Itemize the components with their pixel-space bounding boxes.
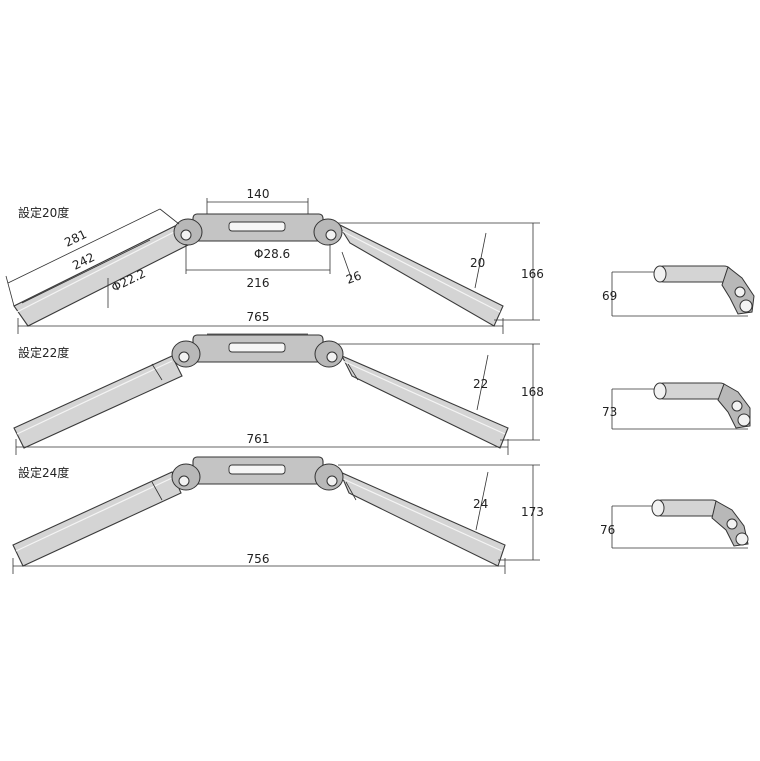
clamp-slot	[228, 464, 286, 475]
dim-height-20: 166	[521, 267, 544, 281]
dim-angle-22: 22	[473, 377, 488, 391]
dim-height-24: 173	[521, 505, 544, 519]
dim-rise-20: 69	[602, 289, 617, 303]
dim-line-grip-length	[7, 208, 161, 284]
clamp-slot	[228, 342, 286, 353]
side-bolt-icon	[734, 286, 746, 298]
right-grip-tube	[336, 222, 504, 327]
dim-angle-24: 24	[473, 497, 488, 511]
dim-clamp-span: 216	[247, 276, 270, 290]
dim-angle-20: 20	[470, 256, 485, 270]
dim-height-22: 168	[521, 385, 544, 399]
side-bolt-icon	[735, 532, 749, 546]
side-view-24: 76	[600, 499, 749, 549]
handlebar-set-20: 設定20度 140 281 242 Φ22.2 Φ28.6	[5, 187, 544, 334]
right-joint-bolt-icon	[325, 229, 337, 241]
side-bolt-icon	[731, 400, 743, 412]
right-grip-tube	[338, 470, 506, 567]
setting-label-22: 設定22度	[18, 345, 69, 360]
side-bolt-icon	[726, 518, 738, 530]
handlebar-set-24: 設定24度 24 173 756	[12, 456, 544, 574]
left-grip-tube	[13, 355, 183, 449]
dim-line-straight-length	[21, 239, 151, 304]
dim-bend-offset: 26	[344, 268, 363, 286]
handlebar-set-22: 設定22度 22 168 761	[13, 333, 544, 455]
side-view-22: 73	[602, 382, 751, 430]
dim-width-24: 756	[247, 552, 270, 566]
side-tube	[655, 382, 729, 400]
dim-grip-length: 281	[62, 227, 89, 250]
right-joint-bolt-icon	[326, 475, 338, 487]
left-grip-tube	[13, 223, 193, 327]
side-tube	[655, 265, 733, 283]
dim-top-width: 140	[247, 187, 270, 201]
setting-label-24: 設定24度	[18, 465, 69, 480]
left-joint-bolt-icon	[178, 351, 190, 363]
clamp-slot	[228, 221, 286, 232]
dim-width-22: 761	[247, 432, 270, 446]
setting-label-20: 設定20度	[18, 205, 69, 220]
dim-clamp-diameter: Φ28.6	[254, 247, 290, 261]
right-grip-tube	[340, 354, 509, 449]
dim-rise-22: 73	[602, 405, 617, 419]
dim-rise-24: 76	[600, 523, 615, 537]
side-bolt-icon	[737, 413, 751, 427]
right-joint-bolt-icon	[326, 351, 338, 363]
left-joint-bolt-icon	[178, 475, 190, 487]
left-joint-bolt-icon	[180, 229, 192, 241]
side-view-20: 69	[602, 265, 755, 317]
dim-width-20: 765	[247, 310, 270, 324]
side-bolt-icon	[739, 299, 753, 313]
